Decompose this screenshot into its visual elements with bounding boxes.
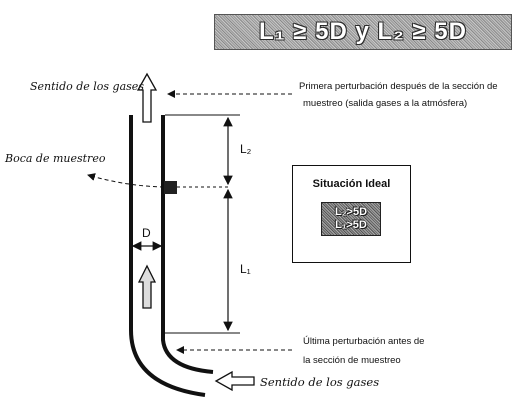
diameter-label: D [142, 226, 151, 240]
title: L₁ ≥ 5D y L₂ ≥ 5D [259, 18, 467, 45]
l1-label: L₁ [240, 262, 251, 276]
ideal-conditions: L₂>5D L₁>5D [321, 202, 381, 236]
gas-flow-arrow [137, 264, 157, 309]
gas-direction-top-label: Sentido de los gases [30, 80, 144, 93]
title-banner: L₁ ≥ 5D y L₂ ≥ 5D [214, 14, 512, 50]
sampling-port-label: Boca de muestreo [5, 152, 106, 165]
duct-right-wall [161, 115, 214, 374]
gas-outlet-arrow [136, 72, 158, 123]
ideal-situation-box: Situación Ideal L₂>5D L₁>5D [292, 165, 411, 263]
sampling-port-block [164, 181, 177, 194]
gas-inlet-arrow [214, 370, 255, 392]
last-disturbance-label-1: Última perturbación antes de [303, 336, 425, 347]
l2-label: L₂ [240, 142, 252, 156]
sampling-port-leader [87, 173, 165, 188]
ideal-condition-l1: L₁>5D [335, 219, 367, 231]
last-disturbance-label-2: la sección de muestreo [303, 355, 401, 366]
first-disturbance-label-2: muestreo (salida gases a la atmósfera) [303, 98, 468, 109]
gas-direction-bottom-label: Sentido de los gases [260, 375, 380, 389]
ideal-condition-l2: L₂>5D [334, 206, 368, 218]
duct-left-wall [129, 115, 206, 397]
first-disturbance-label-1: Primera perturbación después de la secci… [299, 81, 498, 92]
ideal-situation-heading: Situación Ideal [312, 178, 391, 190]
